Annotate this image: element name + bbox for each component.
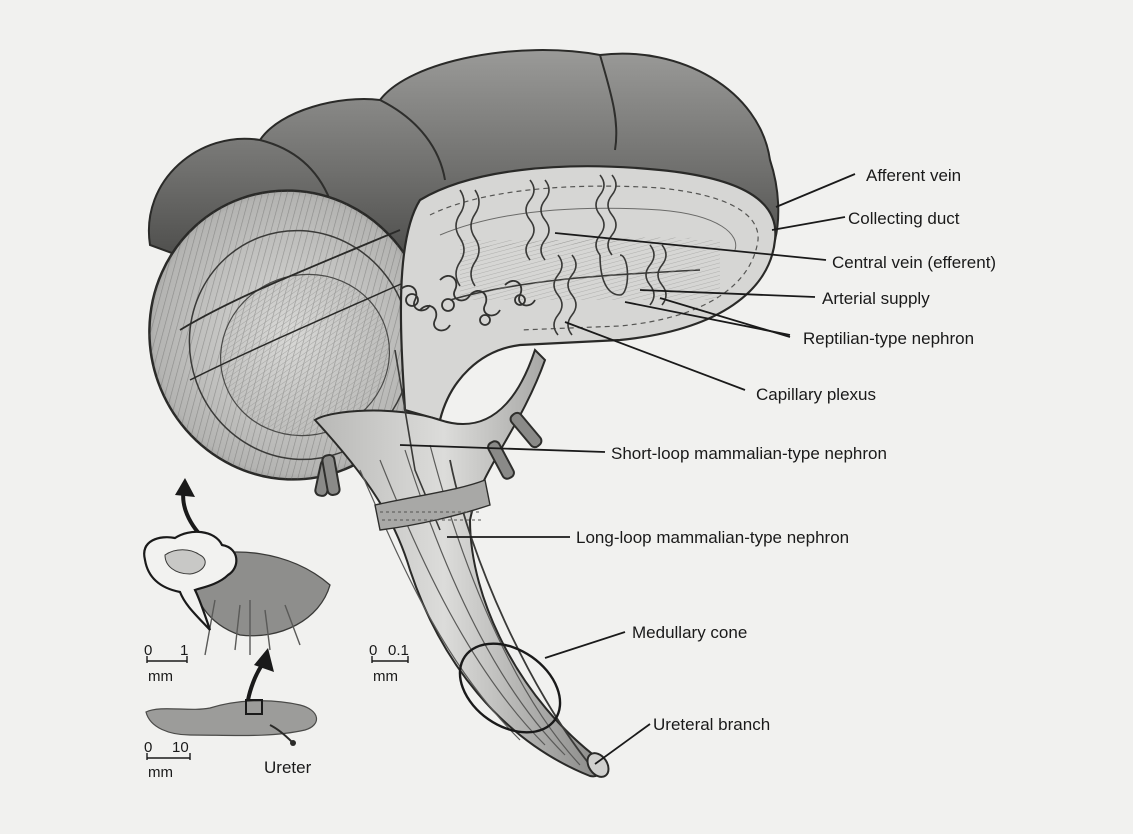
label-reptilian-nephron: Reptilian-type nephron [803, 329, 974, 348]
scale-main-unit: mm [373, 668, 398, 685]
scale-main-value: 0.1 [388, 642, 409, 659]
label-capillary-plexus: Capillary plexus [756, 385, 876, 404]
lobule-illustration [109, 50, 778, 781]
inset-kidney-strip [146, 701, 316, 736]
label-ureter: Ureter [264, 758, 312, 777]
scale-kidney-zero: 0 [144, 739, 152, 756]
label-collecting-duct: Collecting duct [848, 209, 960, 228]
label-ureteral-branch: Ureteral branch [653, 715, 770, 734]
label-central-vein: Central vein (efferent) [832, 253, 996, 272]
arrow-curved-icon [248, 665, 262, 700]
scale-lobule-zero: 0 [144, 642, 152, 659]
label-arterial-supply: Arterial supply [822, 289, 930, 308]
scale-bar-kidney: 0 10 mm [144, 739, 190, 781]
inset-kidney [144, 478, 330, 746]
label-afferent-vein: Afferent vein [866, 166, 961, 185]
scale-kidney-value: 10 [172, 739, 189, 756]
scale-kidney-unit: mm [148, 764, 173, 781]
label-short-loop-nephron: Short-loop mammalian-type nephron [611, 444, 887, 463]
label-medullary-cone: Medullary cone [632, 623, 747, 642]
scale-main-zero: 0 [369, 642, 377, 659]
scale-lobule-unit: mm [148, 668, 173, 685]
label-long-loop-nephron: Long-loop mammalian-type nephron [576, 528, 849, 547]
scale-bar-lobule: 0 1 mm [144, 642, 188, 685]
scale-bar-main: 0 0.1 mm [369, 642, 409, 685]
